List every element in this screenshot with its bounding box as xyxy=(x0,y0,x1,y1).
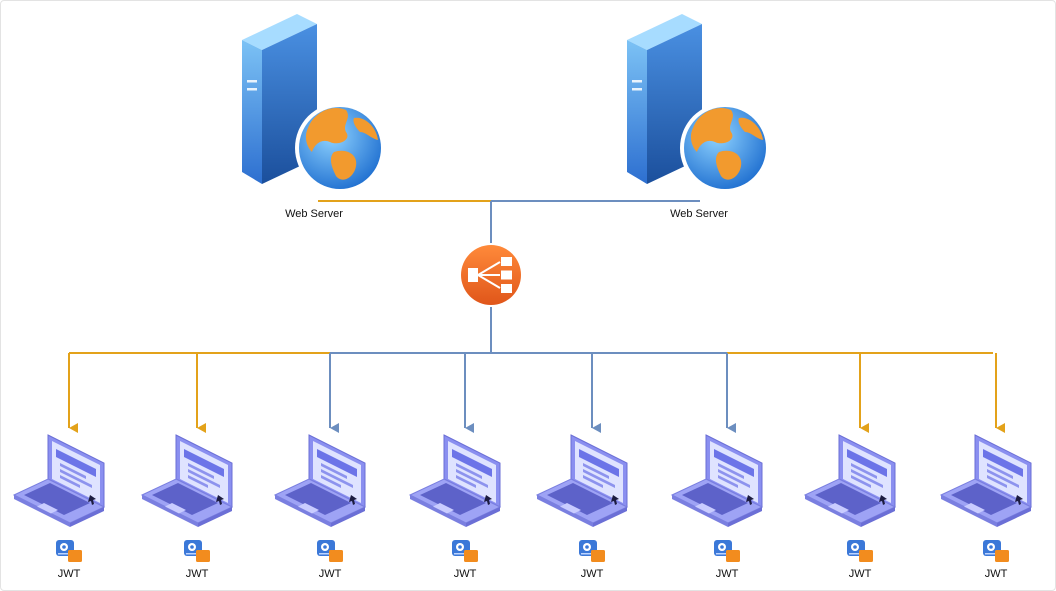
web-server-right xyxy=(627,14,770,193)
jwt-token-icon xyxy=(184,540,210,562)
jwt-label: JWT xyxy=(57,568,81,580)
client-drop-arrows xyxy=(68,353,1005,433)
load-balancer xyxy=(459,243,523,307)
jwt-label: JWT xyxy=(453,568,477,580)
jwt-token-icon xyxy=(847,540,873,562)
laptop-icon xyxy=(409,434,501,528)
jwt-label: JWT xyxy=(580,568,604,580)
jwt-label: JWT xyxy=(984,568,1008,580)
jwt-label: JWT xyxy=(318,568,342,580)
laptop-icon xyxy=(671,434,763,528)
clients xyxy=(13,434,1032,562)
jwt-label: JWT xyxy=(185,568,209,580)
jwt-token-icon xyxy=(56,540,82,562)
web-server-icon xyxy=(627,14,770,193)
connectors xyxy=(69,200,993,354)
jwt-token-icon xyxy=(317,540,343,562)
web-server-left xyxy=(242,14,385,193)
load-balancer-icon xyxy=(459,243,523,307)
laptop-icon xyxy=(940,434,1032,528)
jwt-token-icon xyxy=(452,540,478,562)
laptop-icon xyxy=(804,434,896,528)
laptop-icon xyxy=(141,434,233,528)
jwt-token-icon xyxy=(714,540,740,562)
jwt-label: JWT xyxy=(848,568,872,580)
laptop-icon xyxy=(13,434,105,528)
web-server-icon xyxy=(242,14,385,193)
laptop-icon xyxy=(274,434,366,528)
web-server-label-right: Web Server xyxy=(670,208,728,220)
laptop-icon xyxy=(536,434,628,528)
jwt-token-icon xyxy=(579,540,605,562)
jwt-label: JWT xyxy=(715,568,739,580)
jwt-token-icon xyxy=(983,540,1009,562)
web-server-label-left: Web Server xyxy=(285,208,343,220)
